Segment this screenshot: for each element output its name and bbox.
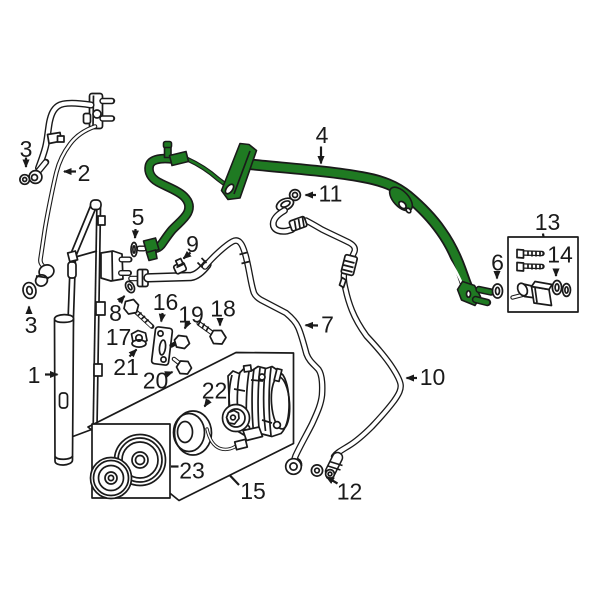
svg-text:6: 6 [491,249,504,275]
svg-text:7: 7 [321,311,334,337]
svg-text:8: 8 [109,300,122,326]
svg-text:23: 23 [179,457,205,483]
svg-text:10: 10 [420,364,446,390]
svg-text:20: 20 [143,367,169,393]
svg-text:14: 14 [547,241,573,267]
svg-text:5: 5 [132,204,145,230]
svg-text:1: 1 [28,362,41,388]
svg-text:19: 19 [178,301,204,327]
svg-text:13: 13 [535,209,561,235]
svg-text:2: 2 [78,160,91,186]
svg-text:18: 18 [210,295,236,321]
svg-text:17: 17 [106,324,132,350]
svg-text:11: 11 [319,180,343,206]
svg-text:22: 22 [202,377,228,403]
svg-text:15: 15 [240,478,266,504]
svg-text:3: 3 [25,312,38,338]
svg-text:9: 9 [186,231,199,257]
svg-text:4: 4 [316,122,329,148]
svg-text:16: 16 [153,289,179,315]
svg-text:3: 3 [20,136,33,162]
svg-text:21: 21 [113,354,139,380]
svg-text:12: 12 [337,478,363,504]
